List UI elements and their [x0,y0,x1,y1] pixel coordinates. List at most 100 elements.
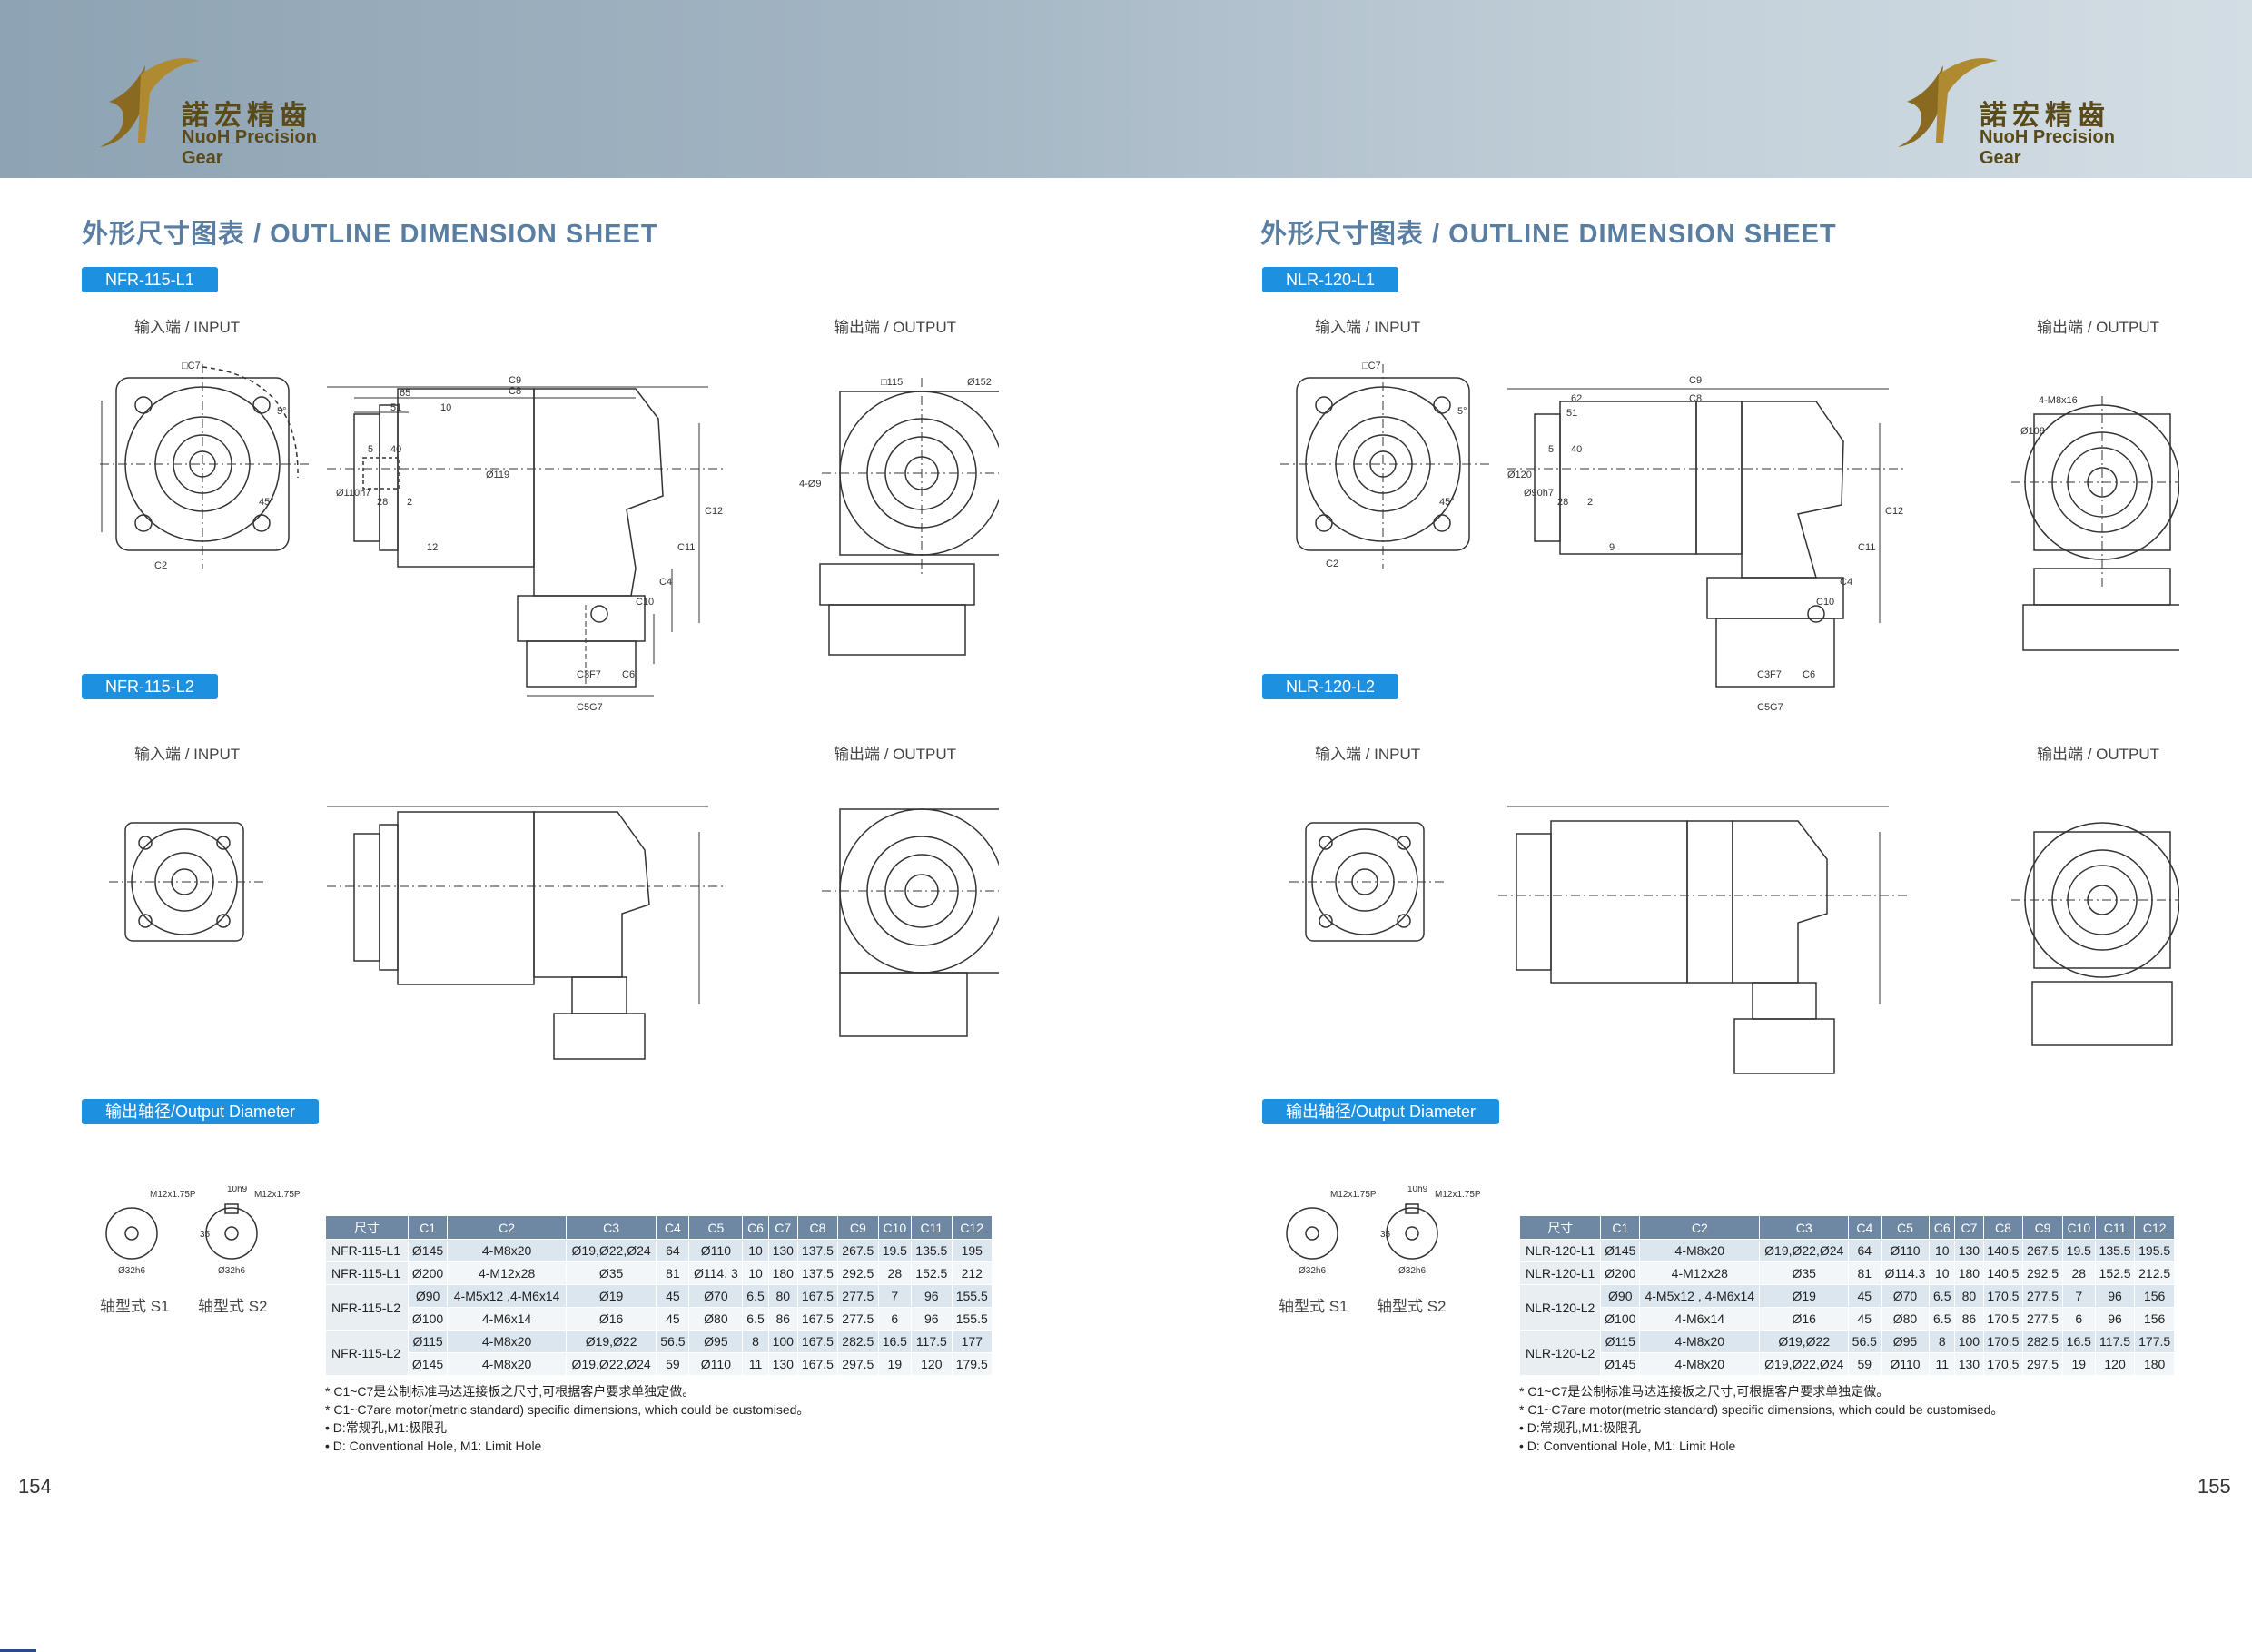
shaft-diagram: M12x1.75P M12x1.75P 10h9 35 Ø32h6 Ø32h6 [100,1184,318,1277]
table-cell-model: NFR-115-L1 [325,1261,409,1285]
table-cell: 4-M8x20 [447,1330,567,1353]
table-header-cell: C10 [2061,1215,2096,1240]
table-cell: Ø114.3 [1880,1261,1931,1285]
table-cell: 212.5 [2134,1261,2175,1285]
table-cell: 7 [2061,1284,2096,1308]
shaft-phi32-a: Ø32h6 [118,1266,145,1276]
shaft-35: 35 [1380,1230,1391,1240]
table-cell: Ø114. 3 [688,1261,744,1285]
dim-c12: C12 [1885,506,1903,517]
table-cell: 180 [1954,1261,1984,1285]
table-header-cell: C6 [742,1215,769,1240]
table-cell: 11 [742,1352,769,1376]
table-cell: 59 [656,1352,690,1376]
table-cell: Ø80 [688,1307,744,1331]
table-cell: Ø110 [1880,1239,1931,1262]
table-cell: 6 [877,1307,913,1331]
dim-c11: C11 [1858,542,1875,553]
left-page: 外形尺寸图表 / OUTLINE DIMENSION SHEET NFR-115… [0,178,1126,1652]
dim-c6: C6 [622,669,635,680]
table-cell: 96 [2094,1307,2136,1331]
table-cell: Ø70 [1880,1284,1931,1308]
table-cell: 180 [2134,1352,2175,1376]
table-cell: 4-M8x20 [1639,1330,1761,1353]
page-number: 154 [18,1475,52,1498]
table-header-cell: C11 [2094,1215,2136,1240]
table-cell: 4-M8x20 [1639,1239,1761,1262]
dim-5: 5 [1548,444,1554,455]
table-cell: 10 [742,1239,769,1262]
table-cell: 4-M8x20 [1639,1352,1761,1376]
table-cell: 4-M5x12 , 4-M6x14 [1639,1284,1761,1308]
table-cell-model: NFR-115-L2 [325,1284,409,1331]
input-label: 输入端 / INPUT [134,319,241,336]
shaft-phi32-b: Ø32h6 [218,1266,245,1276]
table-header-cell: 尺寸 [325,1215,409,1240]
shaft-diagram: M12x1.75P M12x1.75P 10h9 35 Ø32h6 Ø32h6 [1280,1184,1498,1277]
brand-logo-right: 諾宏精齒 NuoH Precision Gear [1889,56,2161,168]
logo-mark-icon [1889,56,1998,156]
table-cell: 19 [2061,1352,2096,1376]
table-cell: 64 [656,1239,690,1262]
table-cell: Ø16 [565,1307,657,1331]
dim-sq115: □115 [881,377,903,388]
dim-c10: C10 [636,597,654,608]
table-header-cell: C11 [911,1215,953,1240]
dim-c4: C4 [1840,577,1852,588]
table-cell: 4-M6x14 [1639,1307,1761,1331]
table-cell: 195 [951,1239,993,1262]
note-1: * C1~C7是公制标准马达连接板之尺寸,可根据客户要求单独定做。 [325,1384,696,1399]
table-cell: 10 [1929,1239,1956,1262]
right-page: 外形尺寸图表 / OUTLINE DIMENSION SHEET NLR-120… [1126,178,2252,1528]
dim-28: 28 [1557,497,1568,508]
table-cell: 6.5 [742,1284,769,1308]
dim-2: 2 [1587,497,1593,508]
table-cell: 4-M12x28 [447,1261,567,1285]
table-header-cell: C8 [796,1215,839,1240]
shaft-m12-b: M12x1.75P [254,1190,301,1200]
table-cell: 167.5 [796,1330,839,1353]
outline-drawing-2 [1271,768,2188,1250]
table-cell: Ø80 [1880,1307,1931,1331]
table-cell: 28 [877,1261,913,1285]
table-cell: 137.5 [796,1261,839,1285]
table-cell: 277.5 [2022,1284,2063,1308]
table-cell: Ø19 [1759,1284,1850,1308]
table-header-cell: C12 [2134,1215,2175,1240]
table-cell: 282.5 [837,1330,879,1353]
dim-phi110: Ø110h7 [336,488,370,499]
table-header-cell: C2 [447,1215,567,1240]
note-4: • D: Conventional Hole, M1: Limit Hole [1519,1439,1736,1453]
input-label-2: 输入端 / INPUT [134,746,241,763]
table-cell: Ø95 [688,1330,744,1353]
table-cell: 135.5 [911,1239,953,1262]
table-cell: 45 [656,1307,690,1331]
model-tag-2: NLR-120-L2 [1262,674,1399,699]
dim-c4: C4 [659,577,672,588]
table-cell: 64 [1848,1239,1882,1262]
table-cell: 195.5 [2134,1239,2175,1262]
table-cell: 297.5 [2022,1352,2063,1376]
shaft-35: 35 [200,1230,211,1240]
dim-phi120: Ø120 [1507,470,1532,480]
table-cell: 167.5 [796,1284,839,1308]
table-cell: 177 [951,1330,993,1353]
dim-65: 65 [400,388,410,399]
dim-angle-45: 45° [259,497,274,508]
shaft-10h9: 10h9 [227,1186,248,1194]
brand-cn: 諾宏精齒 [182,100,312,132]
table-cell: 86 [767,1307,798,1331]
table-cell: Ø90 [407,1284,449,1308]
table-cell: 56.5 [1848,1330,1882,1353]
dim-2: 2 [407,497,412,508]
table-cell: Ø115 [407,1330,449,1353]
sheet-title: 外形尺寸图表 / OUTLINE DIMENSION SHEET [1260,220,1837,249]
table-cell: 45 [656,1284,690,1308]
input-label-2: 输入端 / INPUT [1315,746,1421,763]
table-cell-model: NLR-120-L1 [1518,1261,1602,1285]
dim-angle-5: 5° [277,406,287,417]
dim-c8: C8 [509,386,521,397]
